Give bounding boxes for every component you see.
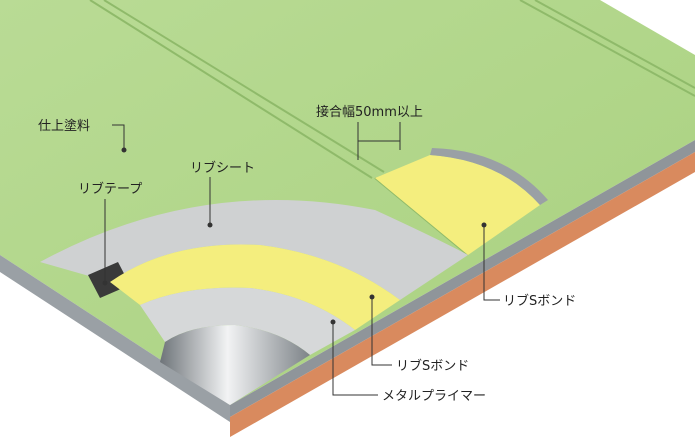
front-left-edge	[0, 255, 230, 422]
substrate-edge	[230, 152, 695, 437]
label-rib-tape: リブテープ	[78, 181, 142, 197]
front-right-metal-edge	[230, 140, 695, 417]
label-rib-s-bond-lower: リブSボンド	[396, 358, 469, 374]
rib-s-bond-layer-lower	[110, 244, 400, 330]
overlap-width-bracket	[357, 122, 401, 160]
label-rib-s-bond-right: リブSボンド	[503, 293, 576, 309]
right-cutaway-rim	[430, 148, 548, 205]
metal-primer-layer	[140, 287, 355, 355]
leader-dots	[102, 147, 487, 325]
metal-substrate-exposed	[160, 325, 310, 405]
label-metal-primer: メタルプライマー	[382, 389, 486, 404]
label-rib-sheet: リブシート	[190, 160, 255, 176]
label-finish-paint: 仕上塗料	[38, 118, 90, 134]
rib-sheet-layer	[40, 199, 468, 300]
label-overlap-width: 接合幅50mm以上	[316, 104, 423, 120]
leader-lines	[104, 124, 500, 396]
rib-s-bond-layer-right	[375, 155, 540, 255]
